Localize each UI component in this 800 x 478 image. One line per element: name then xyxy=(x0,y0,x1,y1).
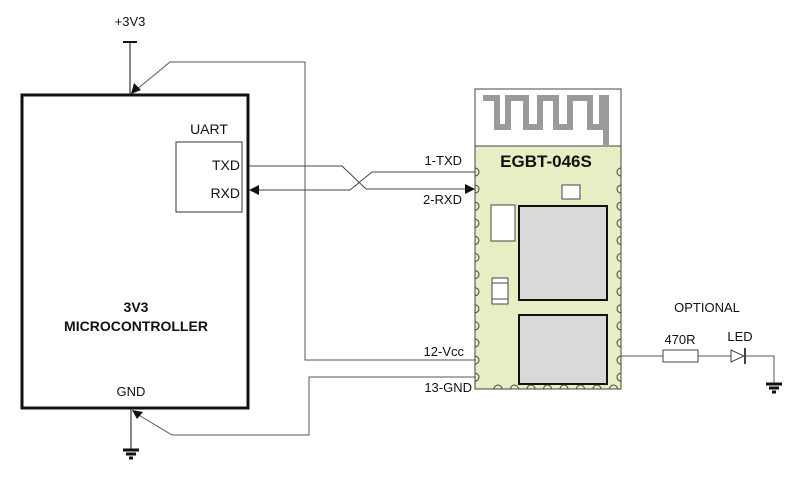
rxd-wire xyxy=(258,171,475,191)
gnd-wire xyxy=(136,376,475,436)
txd-arrow-icon xyxy=(249,185,259,195)
pin-pad-icon xyxy=(616,218,622,228)
right-pins xyxy=(616,167,622,382)
pin-pad-icon xyxy=(474,304,480,314)
mcu-title-line2: MICROCONTROLLER xyxy=(64,318,208,334)
module-name: EGBT-046S xyxy=(500,152,592,171)
pin-pad-icon xyxy=(474,201,480,211)
pin-pad-icon xyxy=(616,235,622,245)
small-component xyxy=(561,184,581,200)
antenna-trace-icon xyxy=(483,95,609,145)
resistor-icon xyxy=(662,349,699,363)
pin-pad-icon xyxy=(474,218,480,228)
pin-rxd-label: 2-RXD xyxy=(423,192,462,207)
pin-pad-icon xyxy=(493,384,503,390)
uart-rxd-label: RXD xyxy=(210,185,240,201)
resistor-component xyxy=(491,277,509,305)
pin-pad-icon xyxy=(616,372,622,382)
pin-pad-icon xyxy=(510,384,519,390)
mcu-title-line1: 3V3 xyxy=(124,299,149,315)
pin-pad-icon xyxy=(474,253,480,262)
rxd-arrow-icon xyxy=(465,184,475,194)
uart-box xyxy=(175,141,243,213)
uart-label: UART xyxy=(190,121,228,137)
pin-pad-icon xyxy=(526,384,536,390)
capacitor-component xyxy=(490,204,516,242)
pin-pad-icon xyxy=(616,253,622,262)
pin-pad-icon xyxy=(616,355,622,365)
pin-pad-icon xyxy=(616,184,622,194)
pin-pad-icon xyxy=(474,270,480,280)
led-ground-wire xyxy=(746,355,775,384)
pin-pad-icon xyxy=(592,384,602,390)
pin-pad-icon xyxy=(616,270,622,280)
pin-pad-icon xyxy=(616,338,622,348)
bottom-pins xyxy=(493,384,618,390)
chip-1 xyxy=(518,205,608,301)
pin-pad-icon xyxy=(543,384,552,390)
pin-gnd-label: 13-GND xyxy=(424,380,472,395)
pin-pad-icon xyxy=(616,321,622,331)
pin-pad-icon xyxy=(616,287,622,297)
chip-2 xyxy=(518,314,608,385)
left-pins xyxy=(474,167,480,382)
led-label: LED xyxy=(727,329,752,344)
pin-pad-icon xyxy=(474,235,480,245)
optional-label: OPTIONAL xyxy=(674,300,740,315)
uart-txd-label: TXD xyxy=(212,157,240,173)
pin-pad-icon xyxy=(616,201,622,211)
vcc-arrow-icon xyxy=(131,83,141,94)
resistor-label: 470R xyxy=(664,332,695,347)
pin-pad-icon xyxy=(474,321,480,331)
pin-pad-icon xyxy=(616,167,622,177)
led-diode-icon xyxy=(730,348,746,364)
pin-pad-icon xyxy=(474,287,480,297)
pin-pad-icon xyxy=(576,384,585,390)
pin-pad-icon xyxy=(474,167,480,177)
pin-pad-icon xyxy=(616,304,622,314)
mcu-ground-icon xyxy=(123,448,139,460)
gnd-arrow-icon xyxy=(132,410,143,419)
pin-vcc-label: 12-Vcc xyxy=(424,344,465,359)
pin-pad-icon xyxy=(474,355,480,365)
pin-txd-label: 1-TXD xyxy=(424,153,462,168)
pin-pad-icon xyxy=(474,184,480,194)
pin-pad-icon xyxy=(474,338,480,348)
mcu-gnd-label: GND xyxy=(117,384,146,399)
txd-wire xyxy=(249,165,475,190)
supply-label: +3V3 xyxy=(115,14,146,29)
bluetooth-module: EGBT-046S xyxy=(474,88,622,390)
pin-pad-icon xyxy=(559,384,569,390)
pin-pad-icon xyxy=(474,372,480,382)
pin-pad-icon xyxy=(609,384,618,390)
led-ground-icon xyxy=(766,382,782,394)
vcc-wire xyxy=(135,61,475,361)
